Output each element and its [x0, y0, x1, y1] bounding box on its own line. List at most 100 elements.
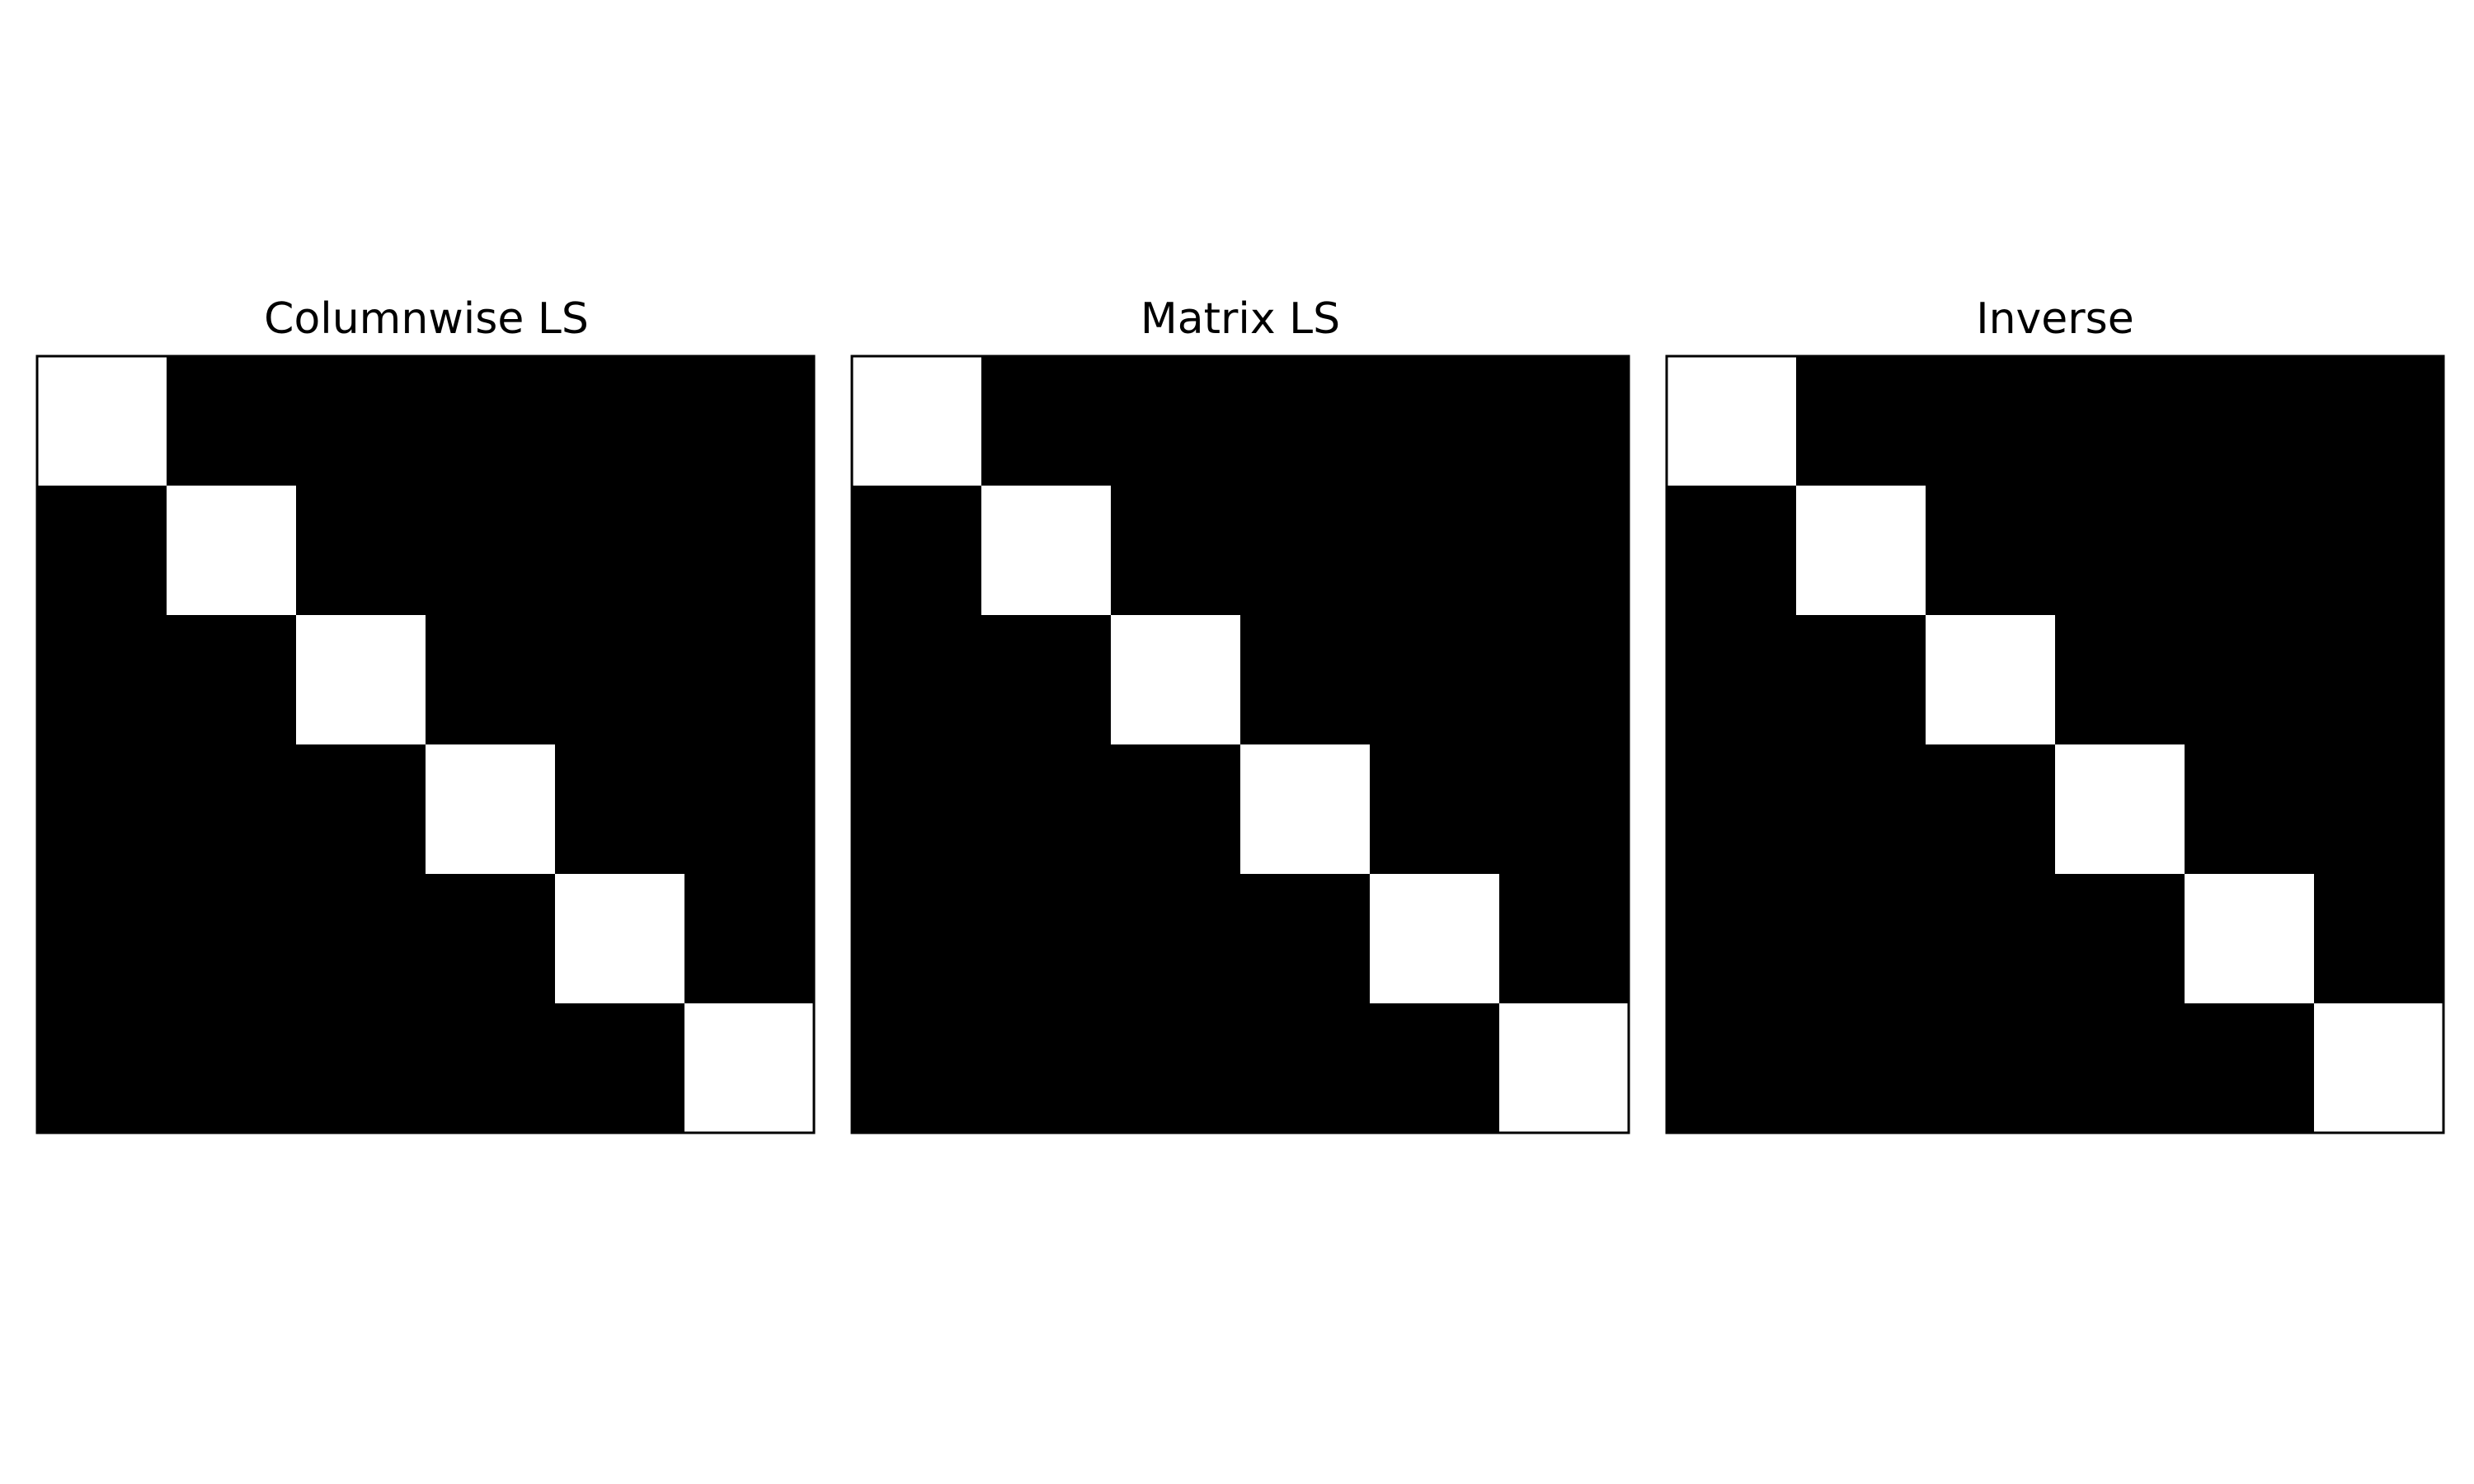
heatmap-cell-r5-c1 — [167, 1003, 297, 1134]
heatmap-cell-r2-c1 — [981, 615, 1112, 745]
heatmap-cell-r2-c5 — [684, 615, 815, 745]
panel-matrix-ls: Matrix LS — [850, 294, 1630, 1134]
heatmap-cell-r0-c2 — [1926, 356, 2056, 486]
heatmap-cell-r3-c2 — [296, 744, 426, 875]
heatmap-cell-r1-c5 — [1499, 486, 1630, 616]
heatmap-cell-r4-c3 — [1240, 874, 1371, 1004]
heatmap-cell-r1-c1 — [981, 486, 1112, 616]
heatmap-cell-r3-c4 — [555, 744, 685, 875]
heatmap-cell-r5-c0 — [852, 1003, 982, 1134]
heatmap-cell-r3-c4 — [1370, 744, 1500, 875]
heatmap-cell-r3-c5 — [684, 744, 815, 875]
panel-title: Matrix LS — [1141, 294, 1340, 344]
heatmap-cell-r5-c2 — [1926, 1003, 2056, 1134]
heatmap-cell-r4-c2 — [1926, 874, 2056, 1004]
plot-frame — [1665, 355, 2445, 1134]
heatmap-cell-r0-c2 — [1111, 356, 1241, 486]
heatmap-cell-r1-c3 — [2055, 486, 2185, 616]
heatmap-cell-r0-c5 — [2314, 356, 2444, 486]
heatmap-cell-r3-c0 — [1667, 744, 1797, 875]
heatmap-cell-r2-c4 — [555, 615, 685, 745]
heatmap-cell-r5-c1 — [981, 1003, 1112, 1134]
heatmap-cell-r0-c0 — [1667, 356, 1797, 486]
heatmap-cell-r1-c5 — [684, 486, 815, 616]
heatmap-cell-r5-c3 — [426, 1003, 556, 1134]
heatmap-cell-r1-c0 — [1667, 486, 1797, 616]
panel-title: Inverse — [1976, 294, 2134, 344]
heatmap-cell-r0-c5 — [1499, 356, 1630, 486]
heatmap-cell-r2-c4 — [1370, 615, 1500, 745]
heatmap-cell-r5-c0 — [37, 1003, 167, 1134]
heatmap-cell-r1-c0 — [37, 486, 167, 616]
heatmap-cell-r3-c0 — [37, 744, 167, 875]
heatmap-cell-r4-c5 — [2314, 874, 2444, 1004]
heatmap-cell-r0-c2 — [296, 356, 426, 486]
heatmap-cell-r4-c0 — [852, 874, 982, 1004]
heatmap-cell-r5-c4 — [2185, 1003, 2315, 1134]
heatmap-cell-r4-c2 — [1111, 874, 1241, 1004]
panel-inverse: Inverse — [1665, 294, 2445, 1134]
heatmap-cell-r4-c1 — [1796, 874, 1926, 1004]
heatmap-cell-r4-c2 — [296, 874, 426, 1004]
heatmap-cell-r3-c1 — [981, 744, 1112, 875]
heatmap-cells — [1667, 356, 2444, 1134]
heatmap-cell-r3-c2 — [1926, 744, 2056, 875]
heatmap-cell-r3-c1 — [167, 744, 297, 875]
heatmap-cell-r0-c4 — [1370, 356, 1500, 486]
heatmap-cell-r3-c0 — [852, 744, 982, 875]
heatmap-cell-r2-c3 — [1240, 615, 1371, 745]
heatmap-cell-r2-c0 — [852, 615, 982, 745]
heatmap-cell-r2-c2 — [1111, 615, 1241, 745]
heatmap-cell-r4-c5 — [684, 874, 815, 1004]
heatmap-cell-r1-c3 — [426, 486, 556, 616]
heatmap-cell-r2-c1 — [1796, 615, 1926, 745]
panel-title: Columnwise LS — [264, 294, 589, 344]
heatmap-cell-r1-c2 — [296, 486, 426, 616]
heatmap-cell-r0-c0 — [37, 356, 167, 486]
heatmap-cell-r5-c0 — [1667, 1003, 1797, 1134]
heatmap-cell-r4-c4 — [555, 874, 685, 1004]
plot-frame — [35, 355, 816, 1134]
heatmap-cell-r0-c3 — [2055, 356, 2185, 486]
heatmap-cell-r2-c3 — [2055, 615, 2185, 745]
heatmap-cell-r4-c0 — [37, 874, 167, 1004]
heatmap-cell-r2-c2 — [1926, 615, 2056, 745]
heatmap-cell-r4-c1 — [981, 874, 1112, 1004]
heatmap-cell-r5-c3 — [1240, 1003, 1371, 1134]
heatmap-cell-r1-c4 — [2185, 486, 2315, 616]
heatmap-cell-r5-c5 — [2314, 1003, 2444, 1134]
heatmap-cell-r1-c2 — [1926, 486, 2056, 616]
heatmap-cell-r3-c2 — [1111, 744, 1241, 875]
heatmap-cell-r2-c5 — [2314, 615, 2444, 745]
heatmap-cell-r5-c2 — [296, 1003, 426, 1134]
heatmap-cell-r3-c1 — [1796, 744, 1926, 875]
heatmap-cell-r4-c3 — [2055, 874, 2185, 1004]
heatmap-cell-r0-c3 — [1240, 356, 1371, 486]
heatmap-cell-r1-c2 — [1111, 486, 1241, 616]
panel-columnwise-ls: Columnwise LS — [35, 294, 816, 1134]
heatmap-cell-r5-c3 — [2055, 1003, 2185, 1134]
heatmap-cell-r1-c3 — [1240, 486, 1371, 616]
plot-frame — [850, 355, 1630, 1134]
heatmap-cell-r1-c4 — [555, 486, 685, 616]
heatmap-cell-r3-c5 — [1499, 744, 1630, 875]
heatmap-cell-r3-c3 — [2055, 744, 2185, 875]
heatmap-cell-r4-c5 — [1499, 874, 1630, 1004]
heatmap-cell-r2-c4 — [2185, 615, 2315, 745]
heatmap-cells — [852, 356, 1630, 1134]
heatmap-cell-r5-c2 — [1111, 1003, 1241, 1134]
heatmap-cell-r1-c1 — [167, 486, 297, 616]
heatmap-cell-r4-c1 — [167, 874, 297, 1004]
heatmap-cell-r5-c1 — [1796, 1003, 1926, 1134]
heatmap-cell-r3-c5 — [2314, 744, 2444, 875]
heatmap-cell-r1-c0 — [852, 486, 982, 616]
heatmap-cell-r0-c1 — [981, 356, 1112, 486]
heatmap-cell-r2-c5 — [1499, 615, 1630, 745]
heatmap-cell-r0-c0 — [852, 356, 982, 486]
heatmap-cell-r2-c1 — [167, 615, 297, 745]
heatmap-cell-r0-c1 — [167, 356, 297, 486]
heatmap-cell-r2-c3 — [426, 615, 556, 745]
heatmap-cell-r0-c4 — [555, 356, 685, 486]
heatmap-cell-r2-c0 — [37, 615, 167, 745]
heatmap-cells — [37, 356, 815, 1134]
